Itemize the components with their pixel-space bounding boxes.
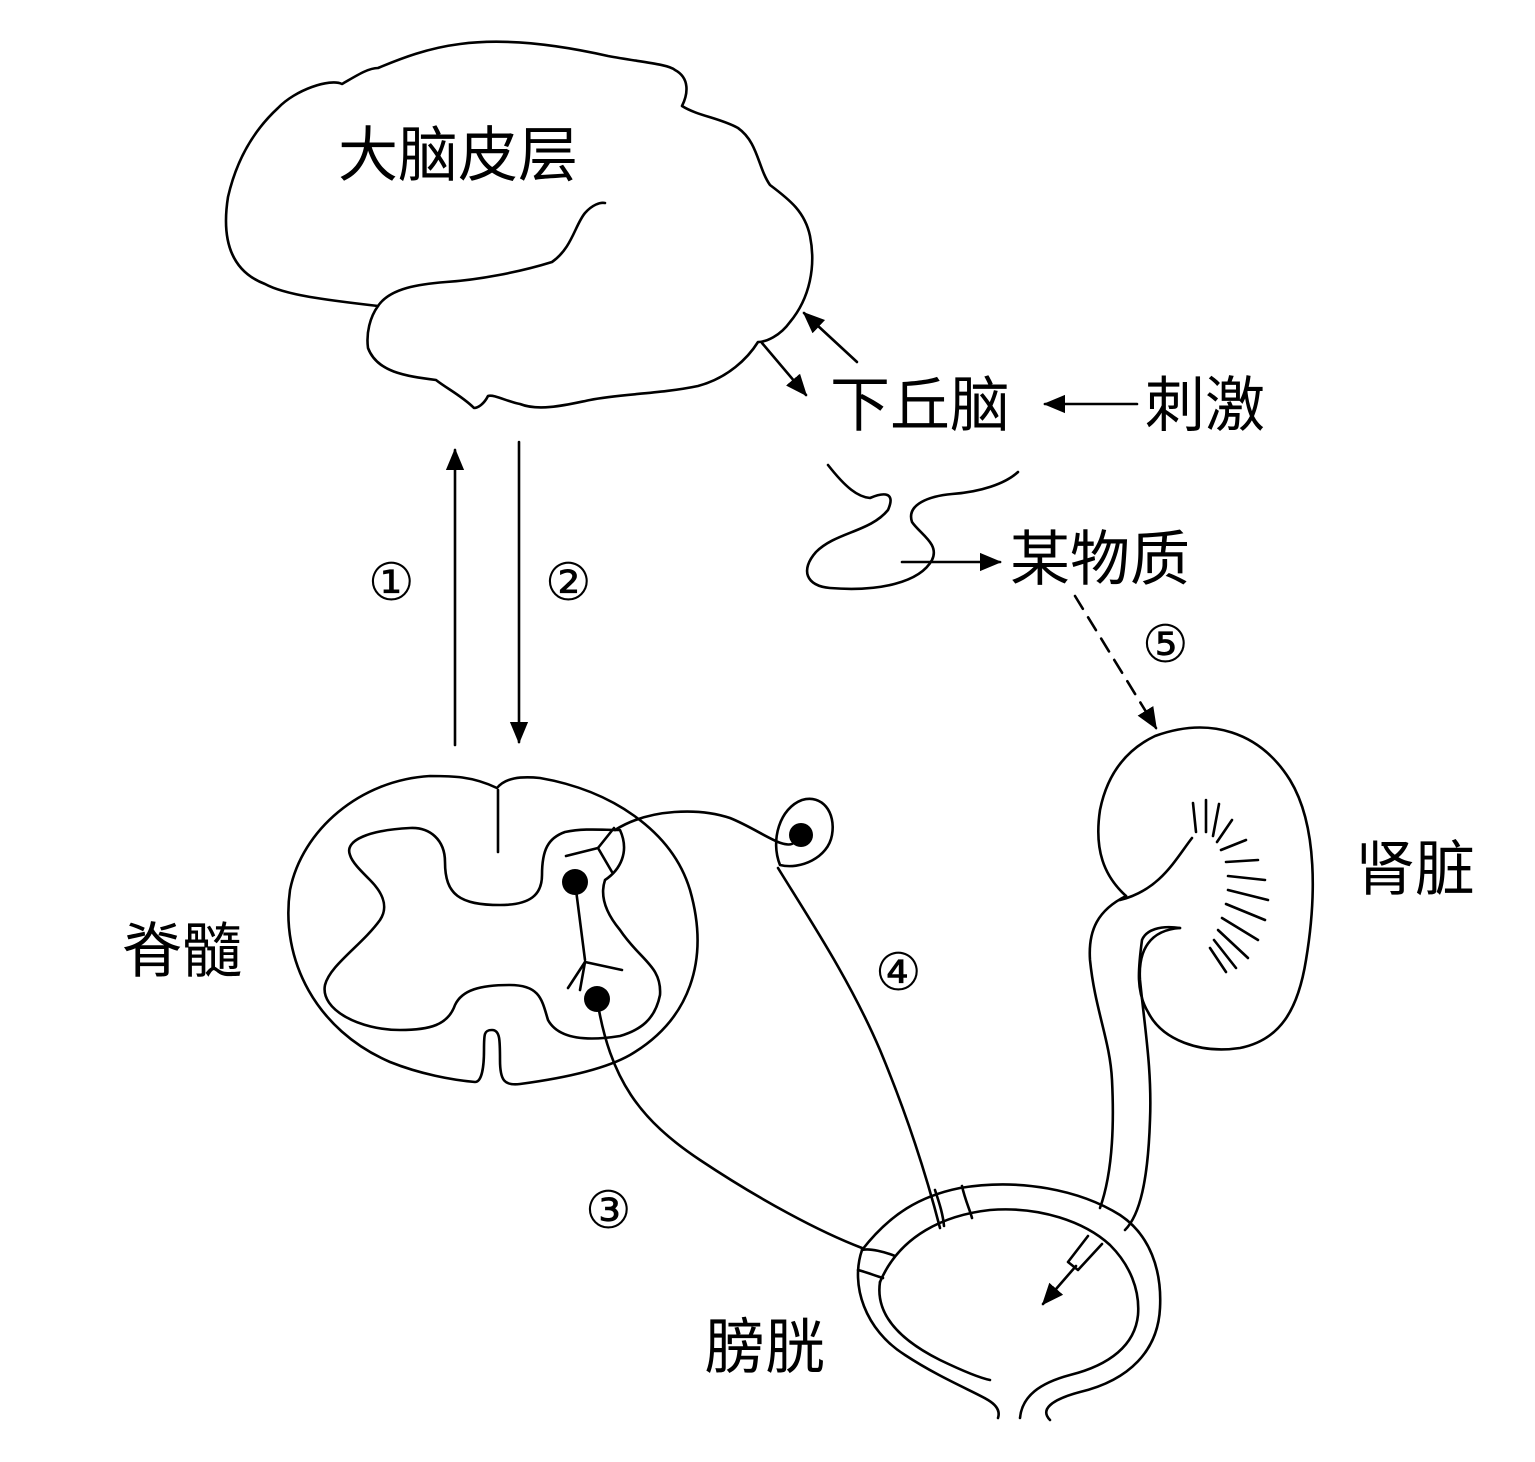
arrow-substance-to-kidney xyxy=(1073,594,1158,730)
arrow-urine-into-bladder xyxy=(1041,1264,1078,1306)
pituitary-outline xyxy=(805,463,1020,591)
bladder xyxy=(856,1183,1162,1422)
neuron-body-upper xyxy=(562,869,588,895)
brain-outline xyxy=(224,40,814,410)
bladder-label: 膀胱 xyxy=(705,1313,825,1383)
pathway-3-label: ③ xyxy=(585,1181,632,1241)
pathway-1-label: ① xyxy=(368,553,415,613)
pathway-2-label: ② xyxy=(545,553,592,613)
spinal-cord-label: 脊髓 xyxy=(122,917,242,987)
neuron-connections xyxy=(564,826,624,992)
ureter-outer xyxy=(1088,894,1128,1210)
hypothalamus-label: 下丘脑 xyxy=(830,371,1010,441)
kidney xyxy=(1096,726,1315,1051)
kidney-label: 肾脏 xyxy=(1355,835,1475,905)
pathway-4-label: ④ xyxy=(875,943,922,1003)
spinal-cord xyxy=(287,774,699,1086)
arrow-hypothalamus-to-cortex xyxy=(802,311,859,364)
substance-label: 某物质 xyxy=(1010,525,1190,595)
pathway-5-label: ⑤ xyxy=(1142,615,1189,675)
dorsal-root-ganglion xyxy=(774,797,834,868)
pathway-4-nerve xyxy=(776,866,942,1230)
stimulus-label: 刺激 xyxy=(1145,371,1265,441)
arrow-cortex-to-hypothalamus xyxy=(760,341,808,397)
cortex-label: 大脑皮层 xyxy=(338,121,578,191)
pathway-3-nerve xyxy=(595,997,864,1250)
ureter-inner xyxy=(1123,926,1182,1232)
sensory-nerve xyxy=(613,810,797,846)
